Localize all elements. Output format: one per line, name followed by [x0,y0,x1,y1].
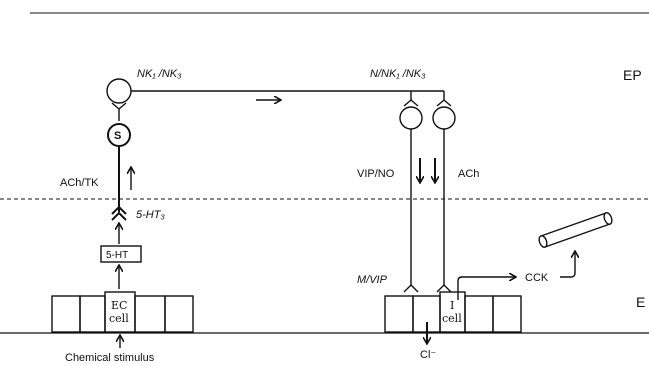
nk-left-label: NK₁ /NK₃ [137,68,182,80]
epithelial-cell [135,296,165,332]
epithelial-cell [165,296,193,332]
cck-label: CCK [525,272,549,284]
ach-label: ACh [458,168,479,180]
ec-cell-label-2: cell [109,312,129,325]
m-vip-receptor-1 [404,285,418,292]
epithelial-cell [493,296,521,332]
i-cell-label-1: I [450,299,454,312]
ach-tk-label: ACh/TK [60,177,99,189]
epithelial-cell [80,296,105,332]
epithelial-cell [385,296,413,332]
synapse-right-2 [437,100,451,106]
m-vip-label: M/VIP [357,274,388,286]
synapse-left-top [112,103,126,109]
ep-label: EP [623,67,642,83]
epithelial-cell [52,296,80,332]
s-neuron-label: S [114,130,121,142]
epithelial-cell [465,296,493,332]
synapse-right-1 [404,100,418,106]
ht3-label: 5-HT₃ [136,209,165,221]
motor-neuron-ach [433,107,455,129]
chloride-label: Cl⁻ [420,349,436,361]
ipan-neuron-left [107,79,131,103]
i-cell-label-2: cell [442,312,462,325]
serotonin-label: 5-HT [106,250,128,261]
vip-no-label: VIP/NO [357,168,395,180]
m-vip-receptor-2 [437,285,451,292]
ec-cell-label-1: EC [111,299,127,312]
cck-to-vessel-arrow [560,252,575,277]
motor-neuron-vip [400,107,422,129]
nk-right-label: N/NK₁ /NK₃ [370,68,426,80]
ht3-receptor-2 [112,213,126,220]
blood-vessel [538,212,614,249]
e-label: E [636,294,645,310]
chemical-stimulus-label: Chemical stimulus [65,352,155,364]
